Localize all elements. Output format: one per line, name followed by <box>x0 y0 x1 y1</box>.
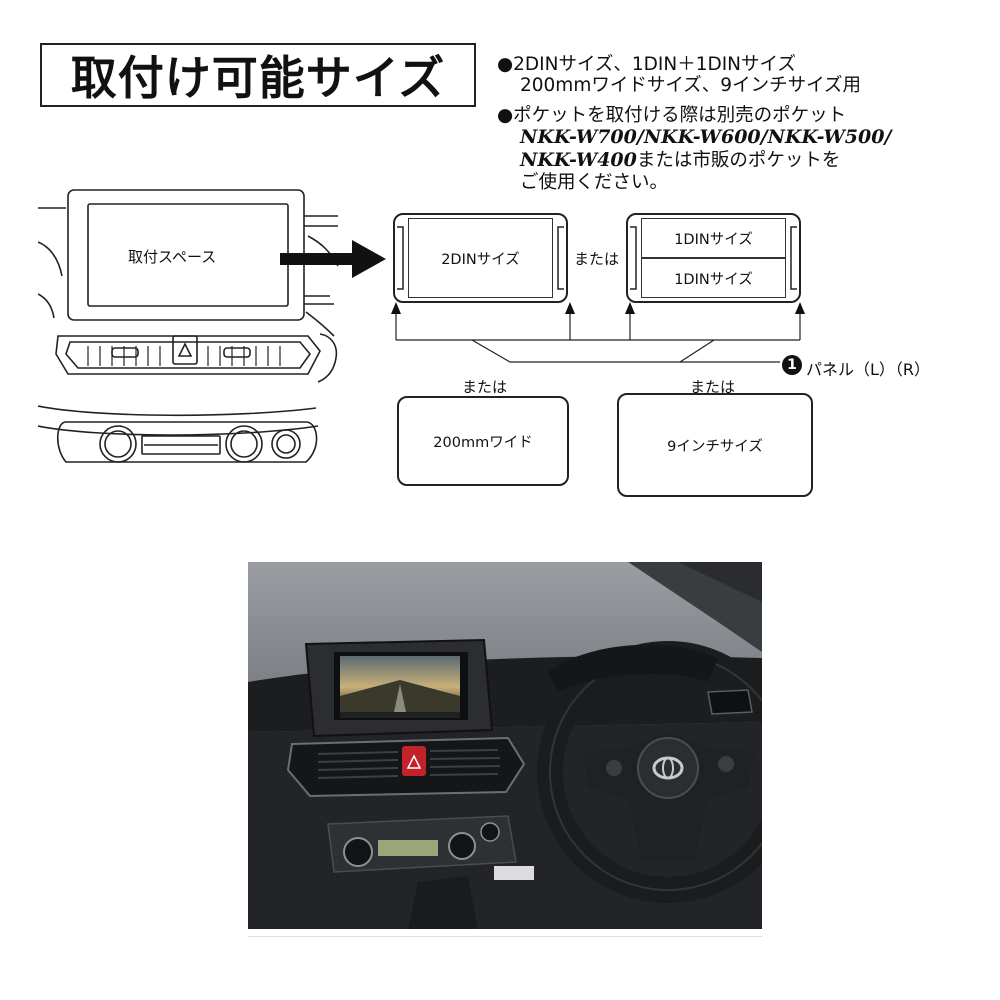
mount-space-label: 取付スペース <box>128 248 217 266</box>
bullet-line-6: ご使用ください。 <box>520 172 669 193</box>
or-label-right: または <box>690 378 736 396</box>
frame-9inch: 9インチサイズ <box>617 393 813 497</box>
panel-callout-lines <box>391 302 805 363</box>
or-label: または <box>574 250 620 268</box>
size-1din-bottom-label: 1DINサイズ <box>641 258 786 298</box>
size-1din-top-label: 1DINサイズ <box>641 218 786 258</box>
panel-number-badge: 1 <box>782 355 802 375</box>
dashboard-drawing <box>38 189 339 463</box>
or-label-left: または <box>462 378 508 396</box>
photo-bottom-rule <box>248 936 762 937</box>
frame-200mm-wide: 200mmワイド <box>397 396 569 486</box>
car-interior-photo <box>248 562 762 929</box>
bullet-model-w400: NKK-W400 <box>520 149 637 171</box>
bullet-models: NKK-W700/NKK-W600/NKK-W500/ <box>520 126 892 148</box>
bullet-line-2: 200mmワイドサイズ、9インチサイズ用 <box>520 75 862 96</box>
bullet-line-1: ●2DINサイズ、1DIN＋1DINサイズ <box>497 54 796 75</box>
arrow-right-icon <box>280 240 386 278</box>
bullet-line-5: NKK-W400または市販のポケットを <box>520 149 841 172</box>
title-box: 取付け可能サイズ <box>40 43 476 107</box>
frame-2din: 2DINサイズ <box>393 213 568 303</box>
bullet-line-3: ●ポケットを取付ける際は別売のポケット <box>497 105 847 126</box>
panel-label: パネル（L）（R） <box>806 360 931 379</box>
size-2din-label: 2DINサイズ <box>408 218 553 298</box>
frame-2din-sides <box>397 226 564 290</box>
car-interior-illustration <box>248 562 762 929</box>
bullet-line-5-rest: または市販のポケットを <box>636 150 841 171</box>
page-title: 取付け可能サイズ <box>70 51 446 105</box>
frame-1din-sides <box>630 226 797 290</box>
frame-1din-1din: 1DINサイズ 1DINサイズ <box>626 213 801 303</box>
